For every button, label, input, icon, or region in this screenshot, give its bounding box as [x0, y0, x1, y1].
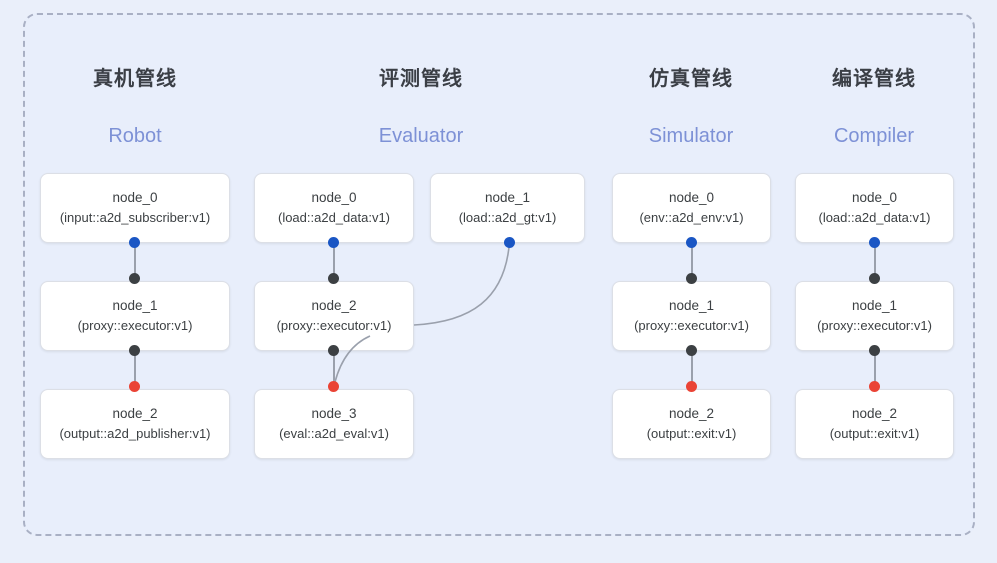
port-out-evaluator-1-gt[interactable] [504, 237, 515, 248]
port-out-compiler-0[interactable] [869, 237, 880, 248]
node-compiler-0[interactable]: node_0 (load::a2d_data:v1) [795, 173, 954, 243]
node-robot-0[interactable]: node_0 (input::a2d_subscriber:v1) [40, 173, 230, 243]
port-out-simulator-1[interactable] [686, 345, 697, 356]
node-simulator-2[interactable]: node_2 (output::exit:v1) [612, 389, 771, 459]
node-type: (proxy::executor:v1) [276, 318, 392, 333]
node-type: (load::a2d_gt:v1) [458, 210, 557, 225]
port-in-evaluator-3[interactable] [328, 381, 339, 392]
node-name: node_2 [112, 406, 158, 421]
node-type: (proxy::executor:v1) [77, 318, 193, 333]
port-out-robot-0[interactable] [129, 237, 140, 248]
node-name: node_1 [851, 298, 898, 313]
node-simulator-1[interactable]: node_1 (proxy::executor:v1) [612, 281, 771, 351]
port-out-evaluator-2[interactable] [328, 345, 339, 356]
node-name: node_1 [668, 298, 715, 313]
port-in-evaluator-2[interactable] [328, 273, 339, 284]
node-name: node_1 [112, 298, 158, 313]
port-in-compiler-2[interactable] [869, 381, 880, 392]
node-simulator-0[interactable]: node_0 (env::a2d_env:v1) [612, 173, 771, 243]
node-type: (input::a2d_subscriber:v1) [59, 210, 211, 225]
node-robot-2[interactable]: node_2 (output::a2d_publisher:v1) [40, 389, 230, 459]
edge-compiler-1-2 [874, 351, 876, 389]
node-name: node_0 [851, 190, 898, 205]
column-subtitle-evaluator: Evaluator [378, 125, 464, 147]
port-in-simulator-1[interactable] [686, 273, 697, 284]
port-in-robot-1[interactable] [129, 273, 140, 284]
node-name: node_3 [311, 406, 357, 421]
node-evaluator-1-gt[interactable]: node_1 (load::a2d_gt:v1) [430, 173, 585, 243]
node-name: node_2 [851, 406, 898, 421]
node-name: node_0 [668, 190, 715, 205]
port-out-robot-1[interactable] [129, 345, 140, 356]
edge-compiler-0-1 [874, 243, 876, 281]
node-compiler-2[interactable]: node_2 (output::exit:v1) [795, 389, 954, 459]
port-in-robot-2[interactable] [129, 381, 140, 392]
edge-simulator-1-2 [691, 351, 693, 389]
node-name: node_0 [112, 190, 158, 205]
column-title-simulator: 仿真管线 [649, 68, 733, 90]
node-type: (output::exit:v1) [829, 426, 920, 441]
node-robot-1[interactable]: node_1 (proxy::executor:v1) [40, 281, 230, 351]
node-type: (env::a2d_env:v1) [639, 210, 744, 225]
node-type: (eval::a2d_eval:v1) [279, 426, 389, 441]
node-evaluator-3[interactable]: node_3 (eval::a2d_eval:v1) [254, 389, 414, 459]
node-type: (proxy::executor:v1) [634, 318, 749, 333]
port-out-compiler-1[interactable] [869, 345, 880, 356]
node-evaluator-0[interactable]: node_0 (load::a2d_data:v1) [254, 173, 414, 243]
edge-evaluator-0-2 [333, 243, 335, 281]
node-type: (proxy::executor:v1) [817, 318, 932, 333]
node-compiler-1[interactable]: node_1 (proxy::executor:v1) [795, 281, 954, 351]
edge-robot-1-2 [134, 351, 136, 389]
node-type: (output::exit:v1) [646, 426, 737, 441]
node-type: (output::a2d_publisher:v1) [59, 426, 211, 441]
column-title-compiler: 编译管线 [832, 68, 916, 90]
column-title-robot: 真机管线 [93, 68, 177, 90]
port-in-compiler-1[interactable] [869, 273, 880, 284]
column-title-evaluator: 评测管线 [379, 68, 463, 90]
node-type: (load::a2d_data:v1) [818, 210, 931, 225]
edge-robot-0-1 [134, 243, 136, 281]
column-subtitle-simulator: Simulator [648, 125, 734, 147]
node-name: node_1 [484, 190, 531, 205]
edge-simulator-0-1 [691, 243, 693, 281]
node-evaluator-2[interactable]: node_2 (proxy::executor:v1) [254, 281, 414, 351]
column-subtitle-compiler: Compiler [833, 125, 915, 147]
node-name: node_0 [311, 190, 357, 205]
node-name: node_2 [668, 406, 715, 421]
port-out-evaluator-0[interactable] [328, 237, 339, 248]
port-out-simulator-0[interactable] [686, 237, 697, 248]
port-in-simulator-2[interactable] [686, 381, 697, 392]
node-type: (load::a2d_data:v1) [277, 210, 391, 225]
node-name: node_2 [311, 298, 357, 313]
column-subtitle-robot: Robot [108, 125, 162, 147]
